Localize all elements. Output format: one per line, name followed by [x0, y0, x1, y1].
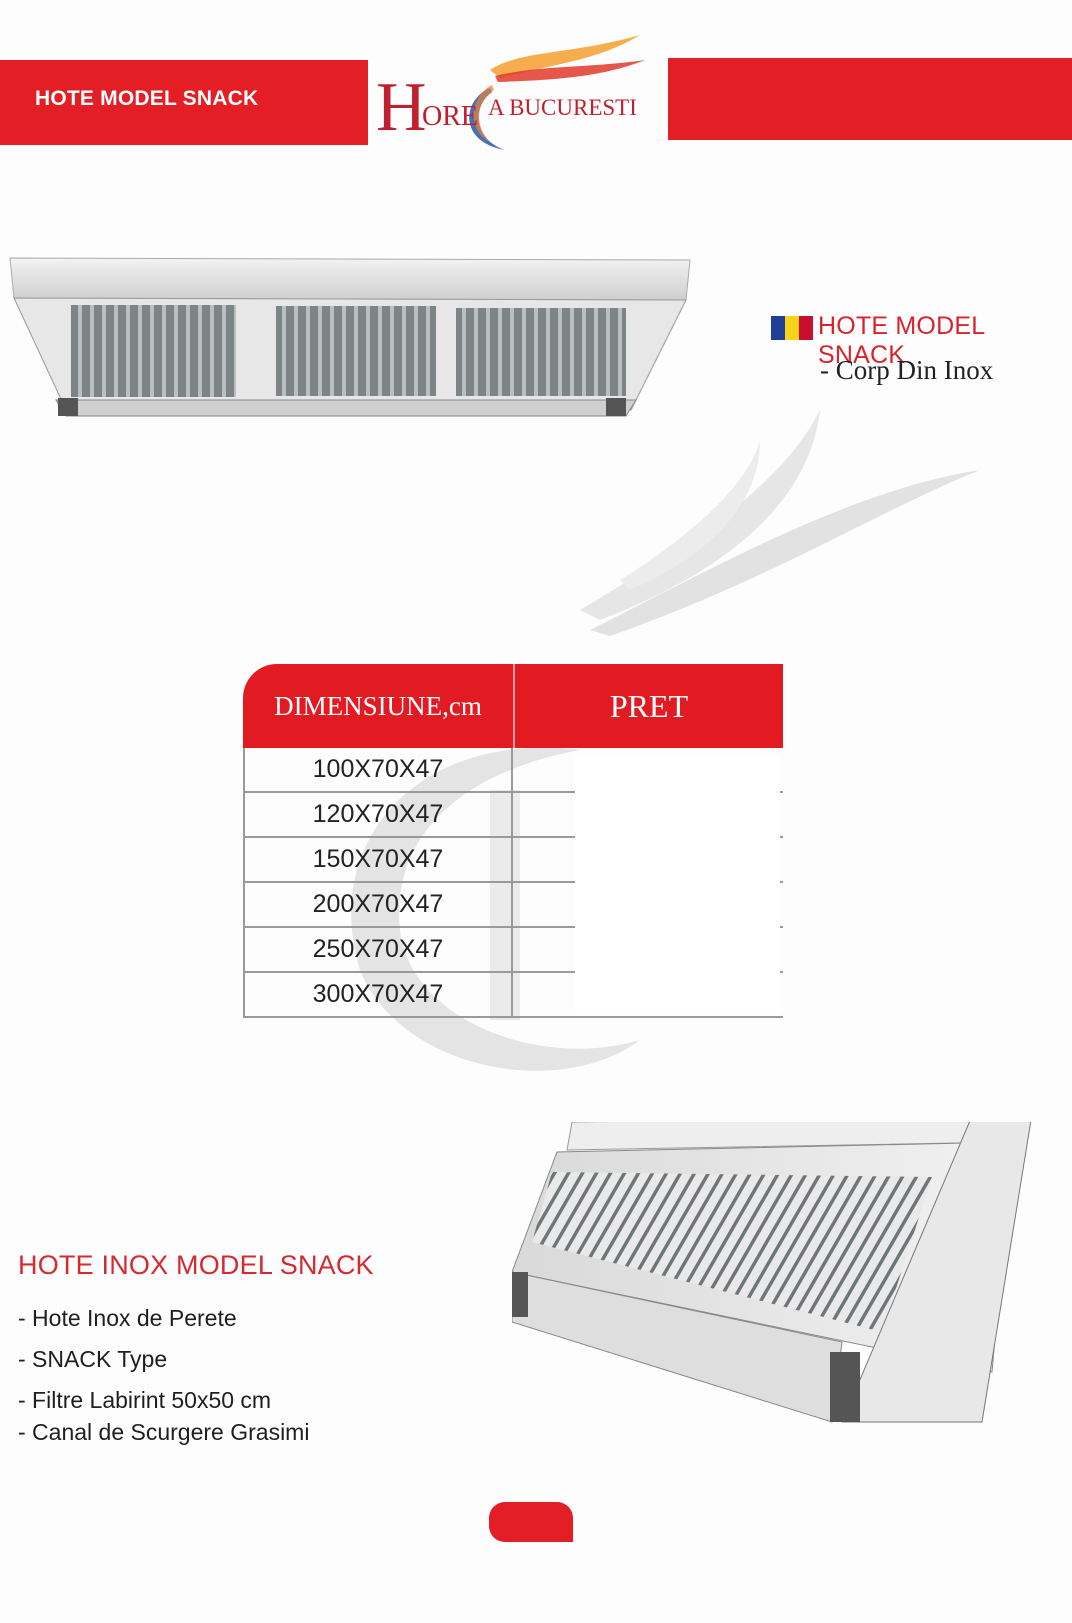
dimension-cell: 100X70X47: [243, 748, 513, 791]
list-item: - SNACK Type: [18, 1346, 168, 1372]
dimension-cell: 200X70X47: [243, 883, 513, 926]
wall-hood-image: [512, 1122, 1032, 1423]
watermark-swoosh: [580, 410, 980, 636]
table-header: DIMENSIUNE,cm PRET: [243, 664, 783, 748]
flag-stripe-yellow: [785, 316, 799, 340]
product2-features: - Hote Inox de Perete - SNACK Type - Fil…: [18, 1305, 309, 1460]
dimension-cell: 300X70X47: [243, 973, 513, 1016]
list-item: - Canal de Scurgere Grasimi: [18, 1419, 310, 1445]
dimension-cell: 120X70X47: [243, 793, 513, 836]
horeca-logo: H ORE A BUCURESTI: [370, 30, 666, 160]
table-row: 250X70X47: [243, 928, 783, 973]
product1-desc: - Corp Din Inox: [820, 355, 994, 385]
table-row: 120X70X47: [243, 793, 783, 838]
flag-stripe-red: [799, 316, 813, 340]
list-item: - Hote Inox de Perete: [18, 1305, 237, 1331]
table-row: 100X70X47: [243, 748, 783, 793]
bottom-red-tab: [489, 1502, 573, 1542]
table-row: 200X70X47: [243, 883, 783, 928]
price-table: DIMENSIUNE,cm PRET 100X70X47 120X70X47 1…: [243, 664, 783, 1018]
header-price: PRET: [513, 664, 783, 748]
dimension-cell: 250X70X47: [243, 928, 513, 971]
logo-letter-h: H: [376, 69, 427, 146]
table-row: 300X70X47: [243, 973, 783, 1018]
product1-title: HOTE MODEL SNACK: [818, 312, 985, 369]
table-row: 150X70X47: [243, 838, 783, 883]
header-red-bar-left: [0, 60, 368, 145]
list-item: - Filtre Labirint 50x50 cm: [18, 1387, 272, 1413]
watermark-logo: [351, 747, 640, 1071]
flag-stripe-blue: [771, 316, 785, 340]
product2-title: HOTE INOX MODEL SNACK: [18, 1250, 374, 1280]
dimension-cell: 150X70X47: [243, 838, 513, 881]
romania-flag-icon: [771, 316, 813, 340]
ceiling-hood-image: [9, 257, 691, 417]
logo-text-brand: A BUCURESTI: [488, 95, 637, 120]
header-red-bar-right: [668, 58, 1072, 140]
logo-text-ore: ORE: [422, 101, 478, 132]
price-redaction-block: [575, 756, 780, 1014]
header-title: HOTE MODEL SNACK: [35, 87, 259, 110]
header-dimension: DIMENSIUNE,cm: [243, 664, 513, 748]
